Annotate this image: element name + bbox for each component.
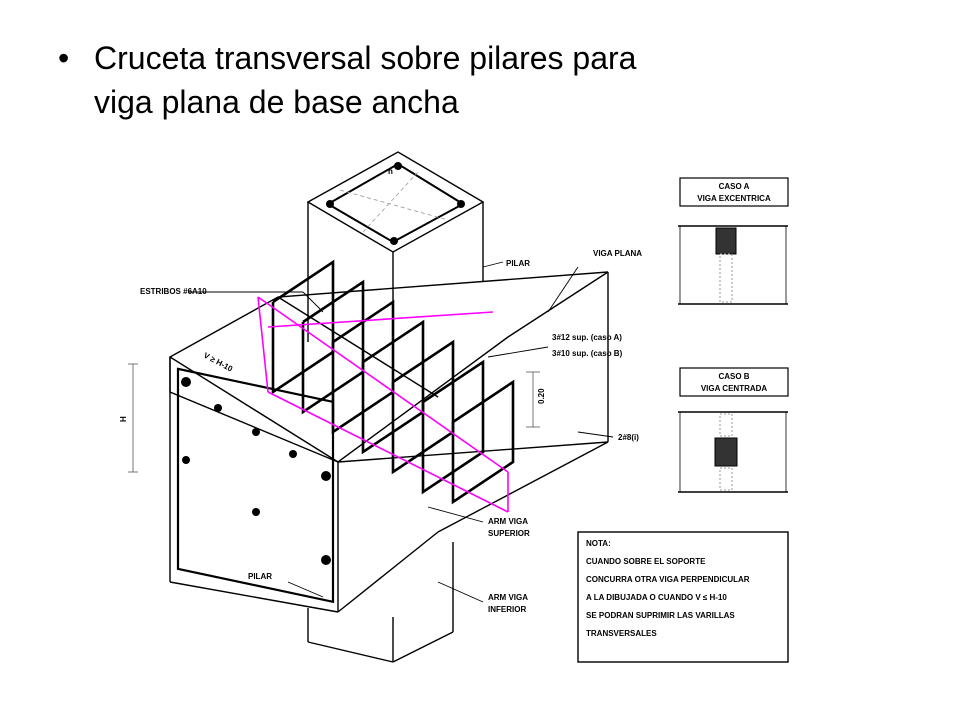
nota-line-2: CONCURRA OTRA VIGA PERPENDICULAR [586,575,750,584]
reinforcement-detail-drawing: ESTRIBOS #6A10 PILAR VIGA PLANA 3#12 sup… [119,151,789,663]
caso-a-inset: CASO A VIGA EXCENTRICA [678,177,789,305]
caso-b-title: CASO B [718,372,749,381]
nota-box: NOTA: CUANDO SOBRE EL SOPORTE CONCURRA O… [577,531,789,663]
label-arm-sup-2: SUPERIOR [488,529,530,538]
transverse-bars-magenta [257,296,509,513]
column-corner-bars [326,162,465,245]
caso-b-subtitle: VIGA CENTRADA [701,384,768,393]
nota-line-4: SE PODRAN SUPRIMIR LAS VARILLAS [586,611,735,620]
label-pilar-bottom: PILAR [248,572,272,581]
label-dim-top-n: n [388,167,393,176]
label-dim-v: V ≥ H-10 [202,351,235,374]
nota-line-1: CUANDO SOBRE EL SOPORTE [586,557,706,566]
caso-b-inset: CASO B VIGA CENTRADA [678,367,789,493]
nota-line-5: TRANSVERSALES [586,629,657,638]
dimension-lines [128,363,540,473]
main-drawing-labels: ESTRIBOS #6A10 PILAR VIGA PLANA 3#12 sup… [119,167,642,614]
label-dim-h: H [119,416,128,422]
bullet-marker: • [58,40,70,76]
label-pilar-top: PILAR [506,259,530,268]
bullet-text-line-2: viga plana de base ancha [94,84,459,120]
label-arm-inf-2: INFERIOR [488,605,526,614]
label-sup-a: 3#12 sup. (caso A) [552,333,622,342]
main-isometric-drawing [128,151,614,663]
label-viga-plana: VIGA PLANA [593,249,642,258]
bullet-text: Cruceta transversal sobre pilares para v… [94,36,924,124]
beam-section-bars [181,377,331,565]
nota-line-3: A LA DIBUJADA O CUANDO V ≤ H-10 [586,593,727,602]
label-estribos: ESTRIBOS #6A10 [140,287,207,296]
label-two-bars: 2#8(i) [618,433,639,442]
label-dim-020: 0.20 [537,388,546,404]
flat-beam [169,271,609,613]
nota-line-0: NOTA: [586,539,611,548]
label-sup-b: 3#10 sup. (caso B) [552,349,623,358]
leader-lines [188,261,614,603]
bullet-text-line-1: Cruceta transversal sobre pilares para [94,40,637,76]
lower-column [307,542,454,663]
label-arm-inf-1: ARM VIGA [488,593,528,602]
caso-a-title: CASO A [719,182,750,191]
label-arm-sup-1: ARM VIGA [488,517,528,526]
caso-a-subtitle: VIGA EXCENTRICA [697,194,771,203]
